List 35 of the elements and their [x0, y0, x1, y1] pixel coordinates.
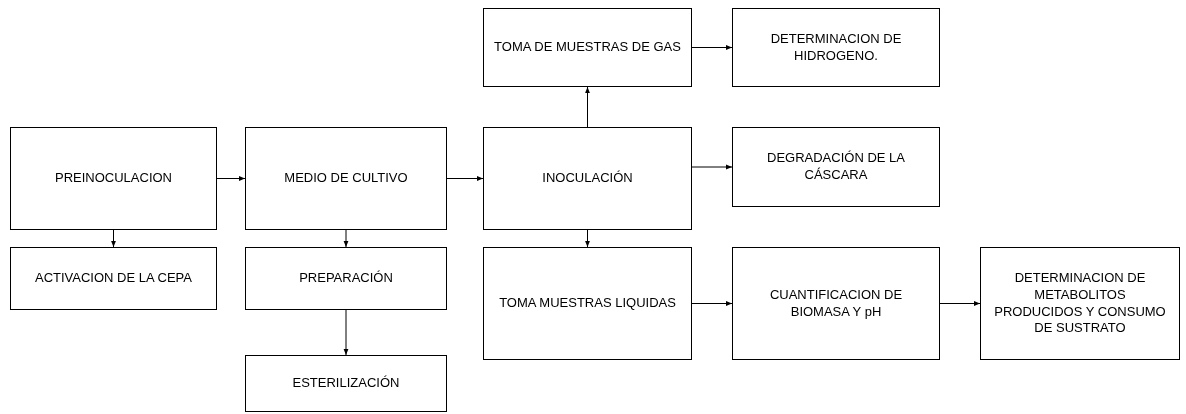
- box-label: CUANTIFICACION DE BIOMASA Y pH: [768, 286, 904, 321]
- box-label: DEGRADACIÓN DE LA CÁSCARA: [766, 150, 906, 184]
- arrow: [446, 176, 484, 181]
- box-label: PREINOCULACION: [55, 170, 172, 187]
- box-label: TOMA DE MUESTRAS DE GAS: [494, 39, 681, 56]
- arrow: [691, 164, 733, 170]
- arrow: [691, 45, 733, 50]
- box-label: ACTIVACION DE LA CEPA: [35, 270, 192, 287]
- process-box: [732, 127, 940, 207]
- process-box: [245, 127, 447, 230]
- arrow: [343, 229, 349, 248]
- arrow: [585, 86, 590, 128]
- process-box: [483, 247, 692, 360]
- process-box: [732, 247, 940, 360]
- process-box: [10, 127, 217, 230]
- arrow: [343, 309, 349, 356]
- box-label: INOCULACIÓN: [542, 170, 633, 187]
- process-box: [483, 8, 692, 87]
- arrow: [585, 229, 590, 248]
- arrow: [216, 176, 246, 181]
- box-label: PREPARACIÓN: [299, 270, 393, 287]
- process-box: [980, 247, 1180, 360]
- process-box: [245, 247, 447, 310]
- box-label: ESTERILIZACIÓN: [292, 375, 400, 392]
- box-label: TOMA MUESTRAS LIQUIDAS: [499, 295, 676, 312]
- box-label: DETERMINACION DE HIDROGENO.: [769, 30, 903, 65]
- arrow: [939, 301, 981, 306]
- arrow: [111, 229, 116, 248]
- arrow: [691, 301, 733, 306]
- process-box: [483, 127, 692, 230]
- process-box: [10, 247, 217, 310]
- box-label: DETERMINACION DE METABOLITOS PRODUCIDOS Y CONSUMO DE SUSTRATO: [993, 269, 1167, 338]
- box-label: MEDIO DE CULTIVO: [284, 170, 408, 187]
- process-box: [245, 355, 447, 412]
- process-box: [732, 8, 940, 87]
